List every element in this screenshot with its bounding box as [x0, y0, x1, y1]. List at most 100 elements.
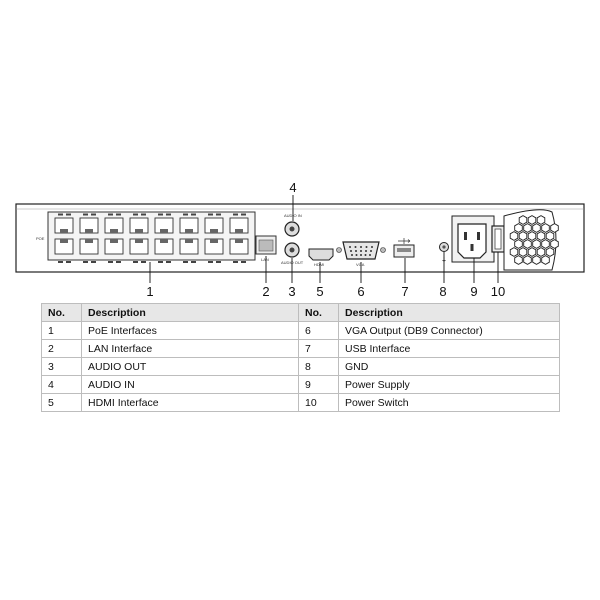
usb-icon — [398, 238, 411, 244]
poe-led — [133, 261, 138, 263]
hdmi-label: HDMI — [314, 262, 324, 267]
interface-legend-table: No. Description No. Description 1 PoE In… — [41, 303, 560, 412]
table-cell: PoE Interfaces — [81, 321, 299, 340]
fan-hole — [536, 247, 546, 257]
poe-led — [158, 261, 163, 263]
poe-port-latch — [160, 239, 168, 243]
poe-led — [141, 213, 146, 216]
poe-led — [183, 261, 188, 263]
fan-hole — [514, 239, 523, 249]
fan-grille — [509, 215, 559, 265]
poe-led — [58, 213, 63, 216]
poe-led — [158, 213, 163, 216]
fan-hole — [550, 239, 559, 249]
table-cell: VGA Output (DB9 Connector) — [338, 321, 560, 340]
power-pin-right — [477, 232, 480, 240]
callout-number: 7 — [401, 284, 408, 299]
poe-led — [141, 261, 146, 263]
vga-pin — [371, 246, 373, 248]
poe-port-latch — [110, 239, 118, 243]
table-cell: AUDIO IN — [81, 375, 299, 394]
power-pin-earth — [470, 244, 474, 251]
gnd-terminal-center — [442, 245, 446, 249]
poe-port-latch — [160, 229, 168, 233]
poe-led — [166, 213, 171, 216]
fan-hole — [509, 247, 519, 257]
poe-led — [83, 213, 88, 216]
poe-port-latch — [85, 239, 93, 243]
fan-hole — [541, 239, 550, 249]
callout-number: 3 — [288, 284, 295, 299]
callout-leaders — [149, 195, 499, 283]
poe-led — [191, 261, 196, 263]
table-row: 2 LAN Interface 7 USB Interface — [41, 339, 560, 358]
poe-port-latch — [135, 239, 143, 243]
table-cell: USB Interface — [338, 339, 560, 358]
vga-pin — [365, 246, 368, 248]
table-cell: 8 — [298, 357, 339, 376]
header-description-left: Description — [81, 303, 299, 322]
vga-pins — [349, 246, 373, 256]
fan-hole — [514, 255, 523, 265]
poe-led — [116, 261, 121, 263]
poe-led — [133, 213, 138, 216]
table-cell: 10 — [298, 393, 339, 412]
poe-label: POE — [36, 236, 45, 241]
callout-number: 1 — [146, 284, 153, 299]
table-cell: LAN Interface — [81, 339, 299, 358]
poe-port-latch — [185, 229, 193, 233]
table-cell: 4 — [41, 375, 82, 394]
vga-pin — [350, 250, 352, 252]
lan-label: LAN — [261, 257, 269, 262]
fan-hole — [532, 239, 541, 249]
vga-label: VGA — [356, 262, 365, 267]
power-pin-left — [464, 232, 467, 240]
vga-pin — [365, 250, 367, 252]
rear-panel-diagram: POE LAN AUDIO IN AUDIO OUT HDMI VGA ⏚ 12… — [15, 180, 585, 299]
fan-hole — [523, 255, 532, 265]
callout-number: 9 — [470, 284, 477, 299]
table-cell: 6 — [298, 321, 339, 340]
table-cell: HDMI Interface — [81, 393, 299, 412]
vga-pin — [364, 254, 367, 256]
callout-number: 6 — [357, 284, 364, 299]
fan-hole — [518, 247, 528, 257]
fan-hole — [518, 215, 528, 225]
fan-hole — [523, 223, 532, 233]
poe-led — [216, 213, 221, 216]
lan-port-socket — [258, 239, 274, 252]
fan-hole — [514, 223, 523, 233]
fan-hole — [527, 231, 537, 241]
fan-hole — [536, 231, 546, 241]
hdmi-port — [308, 248, 334, 261]
poe-led — [91, 213, 96, 216]
table-row: 4 AUDIO IN 9 Power Supply — [41, 375, 560, 394]
table-row: 3 AUDIO OUT 8 GND — [41, 357, 560, 376]
fan-hole — [518, 231, 528, 241]
fan-hole — [545, 231, 555, 241]
poe-port-latch — [210, 229, 218, 233]
vga-pin — [349, 246, 351, 248]
poe-port-latch — [110, 229, 118, 233]
poe-led — [233, 213, 238, 216]
fan-hole — [541, 255, 550, 265]
header-description-right: Description — [338, 303, 560, 322]
table-row: 1 PoE Interfaces 6 VGA Output (DB9 Conne… — [41, 321, 560, 340]
poe-led — [66, 213, 71, 216]
poe-led — [241, 213, 246, 216]
table-header-row: No. Description No. Description — [41, 303, 560, 322]
fan-hole — [545, 247, 555, 257]
vga-pin — [360, 250, 362, 252]
fan-hole — [550, 223, 559, 233]
table-cell: 3 — [41, 357, 82, 376]
vga-pin — [360, 246, 362, 248]
poe-port-latch — [235, 239, 243, 243]
poe-port-latch — [135, 229, 143, 233]
callout-number: 4 — [289, 180, 296, 195]
header-no-right: No. — [298, 303, 339, 322]
power-supply-socket — [457, 223, 487, 259]
poe-led — [241, 261, 246, 263]
poe-ports — [54, 213, 249, 263]
poe-port-latch — [210, 239, 218, 243]
table-cell: 9 — [298, 375, 339, 394]
